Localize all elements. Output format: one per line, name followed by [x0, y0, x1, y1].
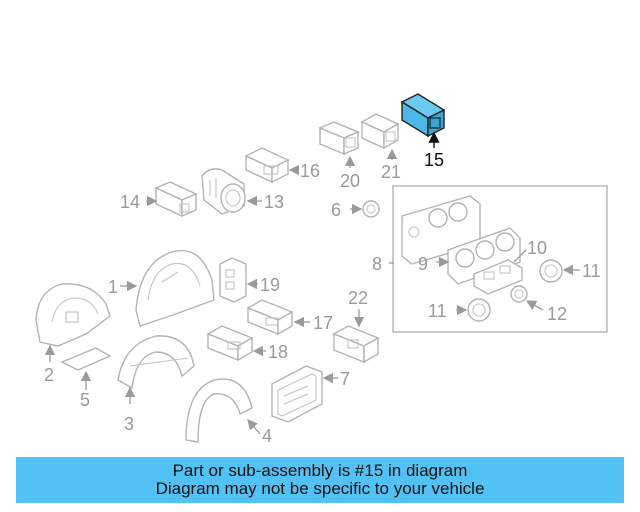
- info-banner: Part or sub-assembly is #15 in diagram D…: [16, 457, 624, 503]
- callout-11-lower: 11: [428, 301, 447, 321]
- callout-3: 3: [124, 414, 134, 434]
- part-5-lens: [60, 347, 112, 390]
- part-7-panel: [271, 365, 338, 423]
- callout-11-upper: 11: [582, 261, 601, 281]
- callout-8: 8: [372, 254, 382, 274]
- part-3-cover: [117, 335, 195, 404]
- banner-line-2: Diagram may not be specific to your vehi…: [155, 479, 485, 498]
- part-10-switch-panel: [473, 249, 527, 295]
- callout-12: 12: [547, 304, 567, 324]
- part-15-switch[interactable]: [400, 93, 446, 148]
- callout-16: 16: [300, 161, 320, 181]
- part-14-switch: [146, 181, 198, 218]
- part-20-switch: [318, 121, 360, 168]
- part-12-knob-small: [510, 285, 544, 311]
- callout-17: 17: [313, 313, 333, 333]
- callout-20: 20: [340, 171, 360, 191]
- part-22-module: [332, 309, 380, 364]
- part-18-switch: [206, 325, 266, 362]
- part-1-instrument-cluster: [120, 249, 215, 327]
- part-11-knob-lower: [456, 298, 491, 322]
- part-2-bezel: [35, 283, 111, 362]
- callout-7: 7: [340, 369, 350, 389]
- callout-2: 2: [44, 365, 54, 385]
- callout-19: 19: [260, 275, 280, 295]
- callout-21: 21: [381, 162, 401, 182]
- part-16-switch: [244, 147, 300, 184]
- callout-1: 1: [108, 277, 118, 297]
- part-9-control-panel: [436, 227, 521, 285]
- callout-5: 5: [80, 390, 90, 410]
- callout-22: 22: [348, 288, 368, 308]
- part-6-bulb: [350, 200, 380, 218]
- part-19-switch: [219, 257, 258, 303]
- part-11-knob-upper: [539, 259, 580, 283]
- callout-6: 6: [331, 200, 341, 220]
- part-17-switch: [246, 299, 310, 336]
- callout-13: 13: [264, 192, 284, 212]
- part-4-trim: [185, 378, 261, 443]
- part-21-switch: [360, 113, 400, 160]
- callout-9: 9: [418, 254, 428, 274]
- callout-14: 14: [120, 192, 140, 212]
- callout-10: 10: [527, 238, 547, 258]
- part-13-knob-assembly: [201, 168, 262, 215]
- callout-15: 15: [424, 150, 444, 170]
- callout-18: 18: [268, 342, 288, 362]
- callout-4: 4: [262, 426, 272, 446]
- banner-line-1: Part or sub-assembly is #15 in diagram: [172, 461, 468, 480]
